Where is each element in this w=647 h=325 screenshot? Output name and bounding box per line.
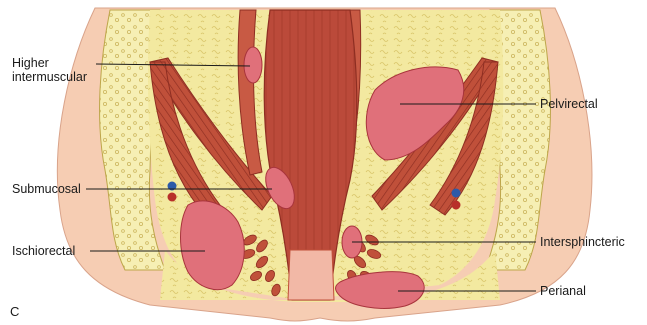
anal-canal [288,250,334,300]
label-higher-line1: Higher [12,56,87,70]
label-higher-intermuscular: Higher intermuscular [12,56,87,84]
label-higher-line2: intermuscular [12,70,87,84]
panel-letter: C [10,305,19,319]
label-ischiorectal: Ischiorectal [12,244,75,258]
label-intersphincteric: Intersphincteric [540,235,625,249]
label-submucosal: Submucosal [12,182,81,196]
label-perianal: Perianal [540,284,586,298]
abscess-higher-intermuscular [244,47,262,83]
label-pelvirectal: Pelvirectal [540,97,598,111]
